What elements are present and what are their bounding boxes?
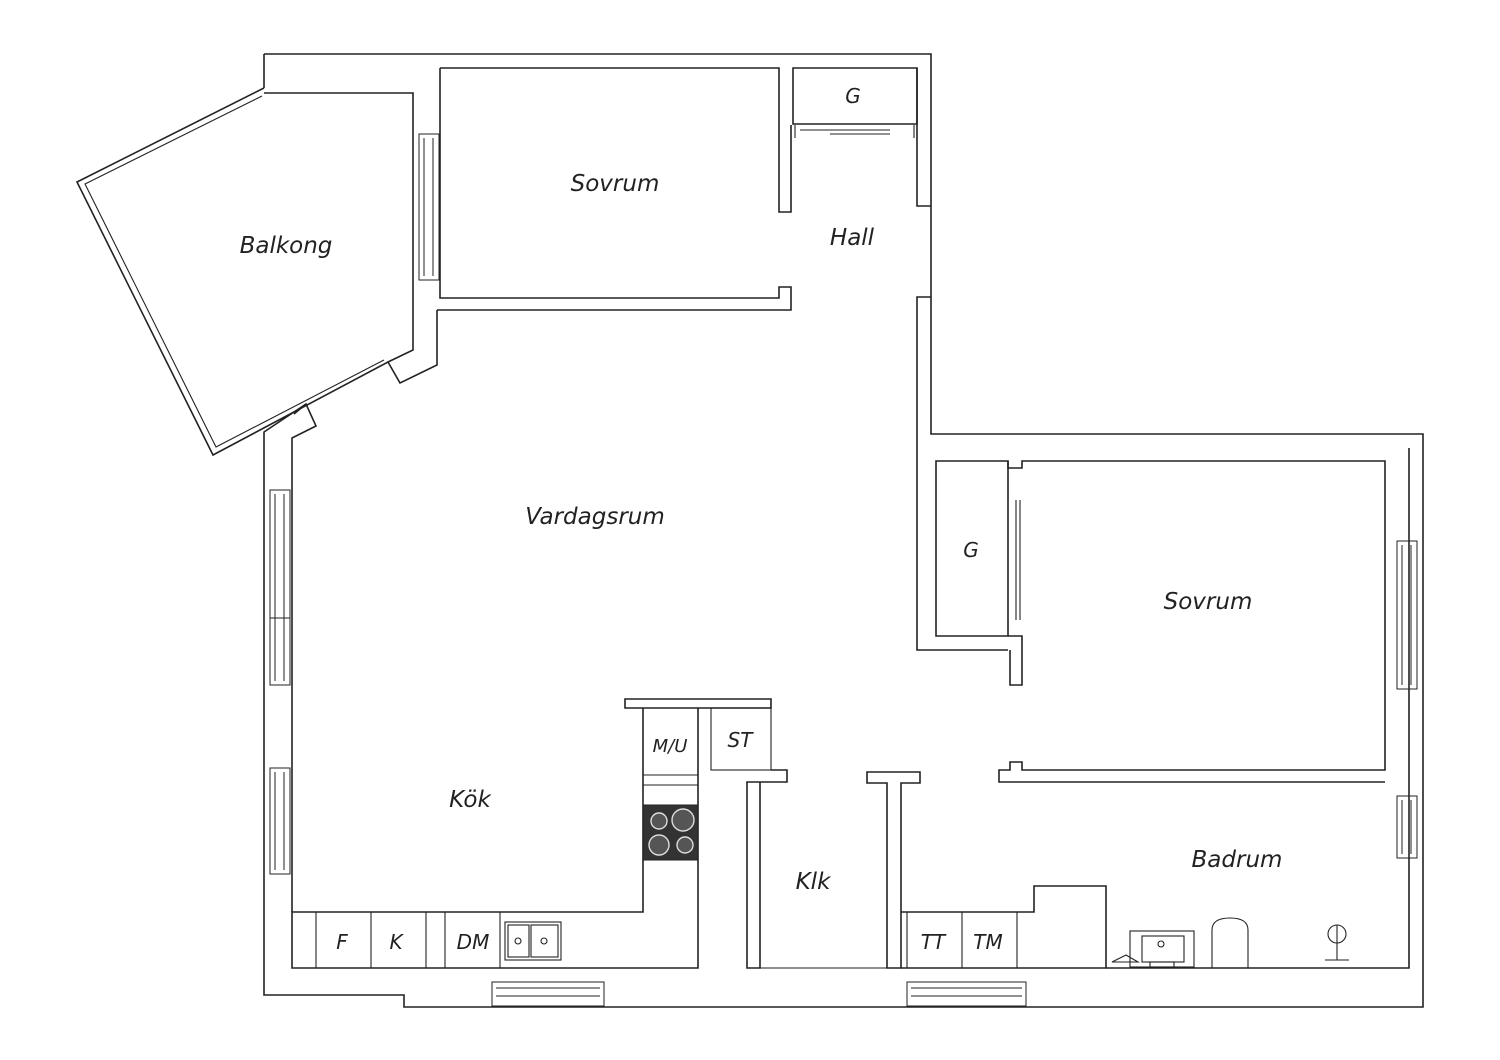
fixture-label-k: K xyxy=(389,930,404,954)
bathroom xyxy=(901,885,1385,969)
room-label-garderob-top: G xyxy=(845,84,861,108)
room-label-balkong: Balkong xyxy=(240,233,333,259)
outer-walls xyxy=(263,53,1424,1008)
bedroom-right-walls xyxy=(935,460,1386,783)
balcony xyxy=(75,87,438,912)
room-label-vardagsrum: Vardagsrum xyxy=(525,504,665,530)
fixture-label-f: F xyxy=(336,930,348,954)
closet-klk xyxy=(746,769,921,969)
room-label-badrum: Badrum xyxy=(1192,847,1283,873)
fixture-label-tt: TT xyxy=(921,930,947,954)
room-label-klk: Klk xyxy=(796,869,832,895)
bedroom-top-walls xyxy=(437,67,918,311)
room-label-sovrum-right: Sovrum xyxy=(1164,589,1253,615)
fixture-label-dm: DM xyxy=(457,930,490,954)
fixture-label-mu: M/U xyxy=(653,736,688,757)
room-label-kok: Kök xyxy=(449,787,492,813)
fixture-label-st: ST xyxy=(728,728,755,752)
room-label-hall: Hall xyxy=(830,225,875,251)
windows xyxy=(269,133,1418,1007)
room-label-garderob-right: G xyxy=(963,538,979,562)
kitchen xyxy=(291,698,772,969)
fixture-label-tm: TM xyxy=(973,930,1002,954)
room-label-sovrum-top: Sovrum xyxy=(571,171,660,197)
